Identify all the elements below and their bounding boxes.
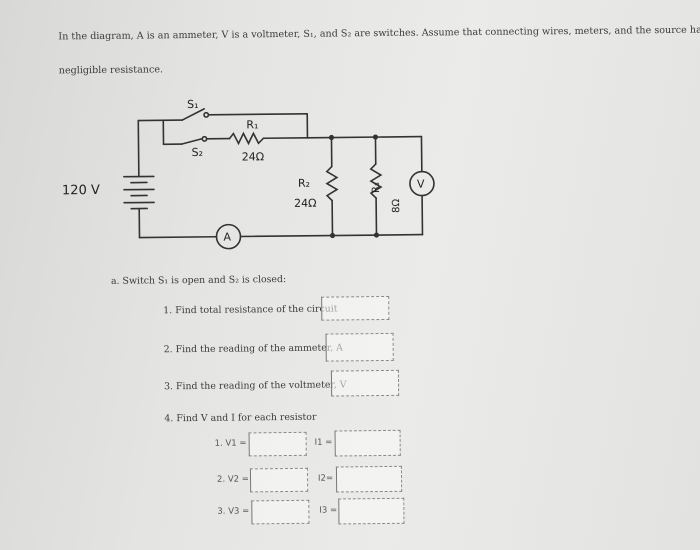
answer-box-q1[interactable]	[321, 295, 390, 321]
resistor-r1-value: 24Ω	[242, 150, 265, 163]
voltmeter-label: V	[417, 178, 425, 191]
resistor-r3-label: R₃	[371, 182, 382, 193]
answer-box-q2[interactable]	[325, 332, 394, 362]
answer-box-i2[interactable]	[335, 465, 403, 493]
v2-label: 2. V2 =	[216, 474, 249, 485]
question-4-label: 4. Find V and I for each resistor	[164, 411, 317, 425]
question-1-label: 1. Find total resistance of the circuit	[163, 303, 338, 317]
resistor-r3-value: 8Ω	[391, 198, 402, 212]
resistor-r1-label: R₁	[246, 118, 258, 131]
ammeter-label: A	[223, 231, 231, 244]
resistor-r2-value: 24Ω	[294, 197, 317, 210]
answer-box-i3[interactable]	[338, 497, 405, 525]
source-label: 120 V	[62, 183, 100, 198]
answer-box-v1[interactable]	[248, 431, 307, 457]
resistor-r2-label: R₂	[298, 177, 310, 190]
wire-s1-bypass	[207, 112, 309, 116]
answer-box-v3[interactable]	[251, 499, 310, 525]
question-2-label: 2. Find the reading of the ammeter, A	[163, 342, 343, 356]
switch-s2-blade	[180, 138, 203, 145]
v1-label: 1. V1 =	[214, 438, 247, 449]
resistor-r3	[369, 163, 383, 199]
resistor-r1	[228, 131, 265, 146]
battery-symbol	[123, 175, 155, 210]
answer-box-q3[interactable]	[330, 369, 400, 397]
answer-box-v2[interactable]	[249, 467, 309, 493]
switch-s2-label: S₂	[192, 146, 204, 159]
question-3-label: 3. Find the reading of the voltmeter, V	[164, 379, 347, 393]
part-a-heading: a. Switch S₁ is open and S₂ is closed:	[110, 274, 287, 287]
switch-s1-label: S₁	[187, 98, 199, 111]
i1-label: I1 =	[314, 437, 333, 448]
i3-label: I3 =	[319, 505, 338, 516]
i2-label: I2=	[317, 473, 334, 484]
v3-label: 3. V3 =	[217, 506, 250, 517]
answer-box-i1[interactable]	[334, 429, 401, 457]
wire-bottom-left	[138, 235, 218, 239]
resistor-r2	[325, 165, 339, 202]
wire-left-top	[137, 119, 140, 178]
switch-s1-blade	[181, 108, 205, 121]
